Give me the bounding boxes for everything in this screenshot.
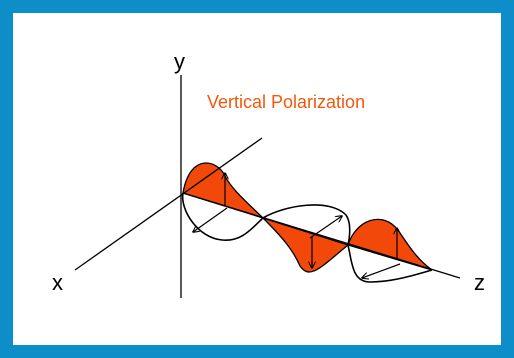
z-axis-line [182,192,461,279]
horizontal-wave [181,192,433,283]
axes [74,75,461,298]
diagram-title: Vertical Polarization [207,92,365,112]
vertical-wave-lobe-1 [182,162,264,219]
horizontal-arrow-3 [362,263,401,278]
vertical-wave [182,162,433,273]
vertical-wave-lobe-2 [262,217,350,273]
x-axis-label: x [52,270,63,295]
vertical-wave-lobe-3 [347,218,433,271]
horizontal-wave-curve [181,192,433,283]
field-arrows [193,173,400,278]
x-axis-line [74,137,263,271]
z-axis-label: z [474,270,485,295]
y-axis-label: y [174,49,185,74]
horizontal-arrow-1 [193,207,228,232]
horizontal-arrow-2 [309,216,342,239]
